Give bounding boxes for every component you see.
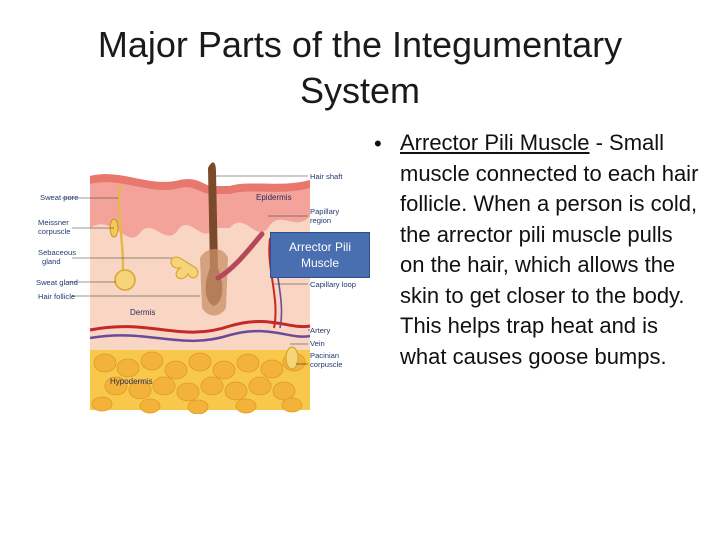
bullet-list: • Arrector Pili Muscle - Small muscle co… [372, 128, 702, 372]
sweat-gland-coil [114, 269, 136, 291]
label-epidermis: Epidermis [256, 193, 292, 202]
slide-title: Major Parts of the Integumentary System [97, 24, 623, 111]
bullet-item: Arrector Pili Muscle - Small muscle conn… [400, 128, 702, 372]
right-leader-lines [216, 175, 310, 365]
label-dermis: Dermis [130, 308, 155, 317]
bullet-term: Arrector Pili Muscle [400, 130, 590, 155]
label-hair-shaft: Hair shaft [310, 172, 343, 181]
label-artery: Artery [310, 326, 330, 335]
dermis-layer [90, 198, 310, 350]
label-vein: Vein [310, 339, 325, 348]
arrector-pili-muscle [215, 231, 265, 281]
arrector-pili-callout: Arrector Pili Muscle [270, 232, 370, 278]
bullet-separator: - [589, 130, 610, 155]
stratum-corneum [90, 174, 310, 195]
vein-vessel [89, 329, 311, 343]
left-leader-lines [62, 197, 200, 297]
bullet-description: Small muscle connected to each hair foll… [400, 130, 699, 369]
label-hypodermis: Hypodermis [110, 377, 153, 386]
bullet-marker: • [374, 131, 382, 156]
label-sweat-gland: Sweat gland [36, 278, 78, 287]
label-capillary-loop: Capillary loop [310, 280, 356, 289]
fat-cells [91, 351, 306, 414]
pacinian-corpuscle [285, 346, 299, 370]
label-sweat-pore: Sweat pore [40, 193, 78, 202]
label-hair-follicle: Hair follicle [38, 292, 75, 301]
hair-follicle [200, 249, 228, 316]
sebaceous-gland [170, 256, 199, 280]
artery-vessel [89, 319, 311, 334]
